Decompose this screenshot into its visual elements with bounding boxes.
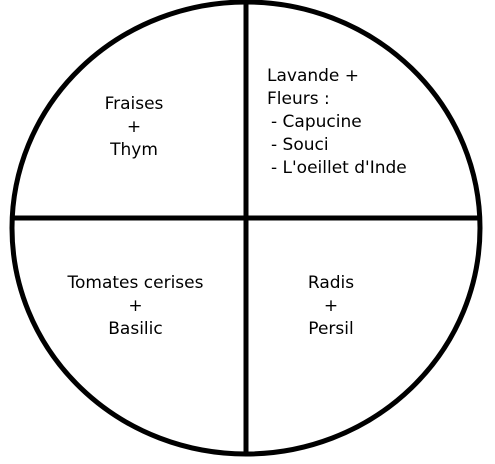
quadrant-text-line: + <box>126 117 142 137</box>
quadrant-bottom-right: Radis + Persil <box>292 272 370 341</box>
quadrant-text-line: - Capucine <box>271 112 362 132</box>
quadrant-text-line: - L'oeillet d'Inde <box>271 158 407 178</box>
quadrant-text-line: Fraises <box>104 94 164 114</box>
quadrant-text-line: + <box>323 296 339 316</box>
quadrant-text-line: Lavande + <box>267 66 360 86</box>
quadrant-text-line: - Souci <box>271 135 329 155</box>
quadrant-text-line: Thym <box>110 140 158 160</box>
quadrant-top-right: Lavande + Fleurs : - Capucine - Souci - … <box>267 65 447 180</box>
quadrant-bottom-left: Tomates cerises + Basilic <box>48 272 223 341</box>
quadrant-top-left: Fraises + Thym <box>88 93 180 162</box>
quadrant-text-line: Basilic <box>108 319 163 339</box>
quadrant-text-line: Persil <box>308 319 354 339</box>
quadrant-text-line: Radis <box>307 273 355 293</box>
quadrant-text-line: Tomates cerises <box>67 273 204 293</box>
quadrant-text-line: Fleurs : <box>267 89 330 109</box>
quadrant-text-line: + <box>128 296 143 316</box>
